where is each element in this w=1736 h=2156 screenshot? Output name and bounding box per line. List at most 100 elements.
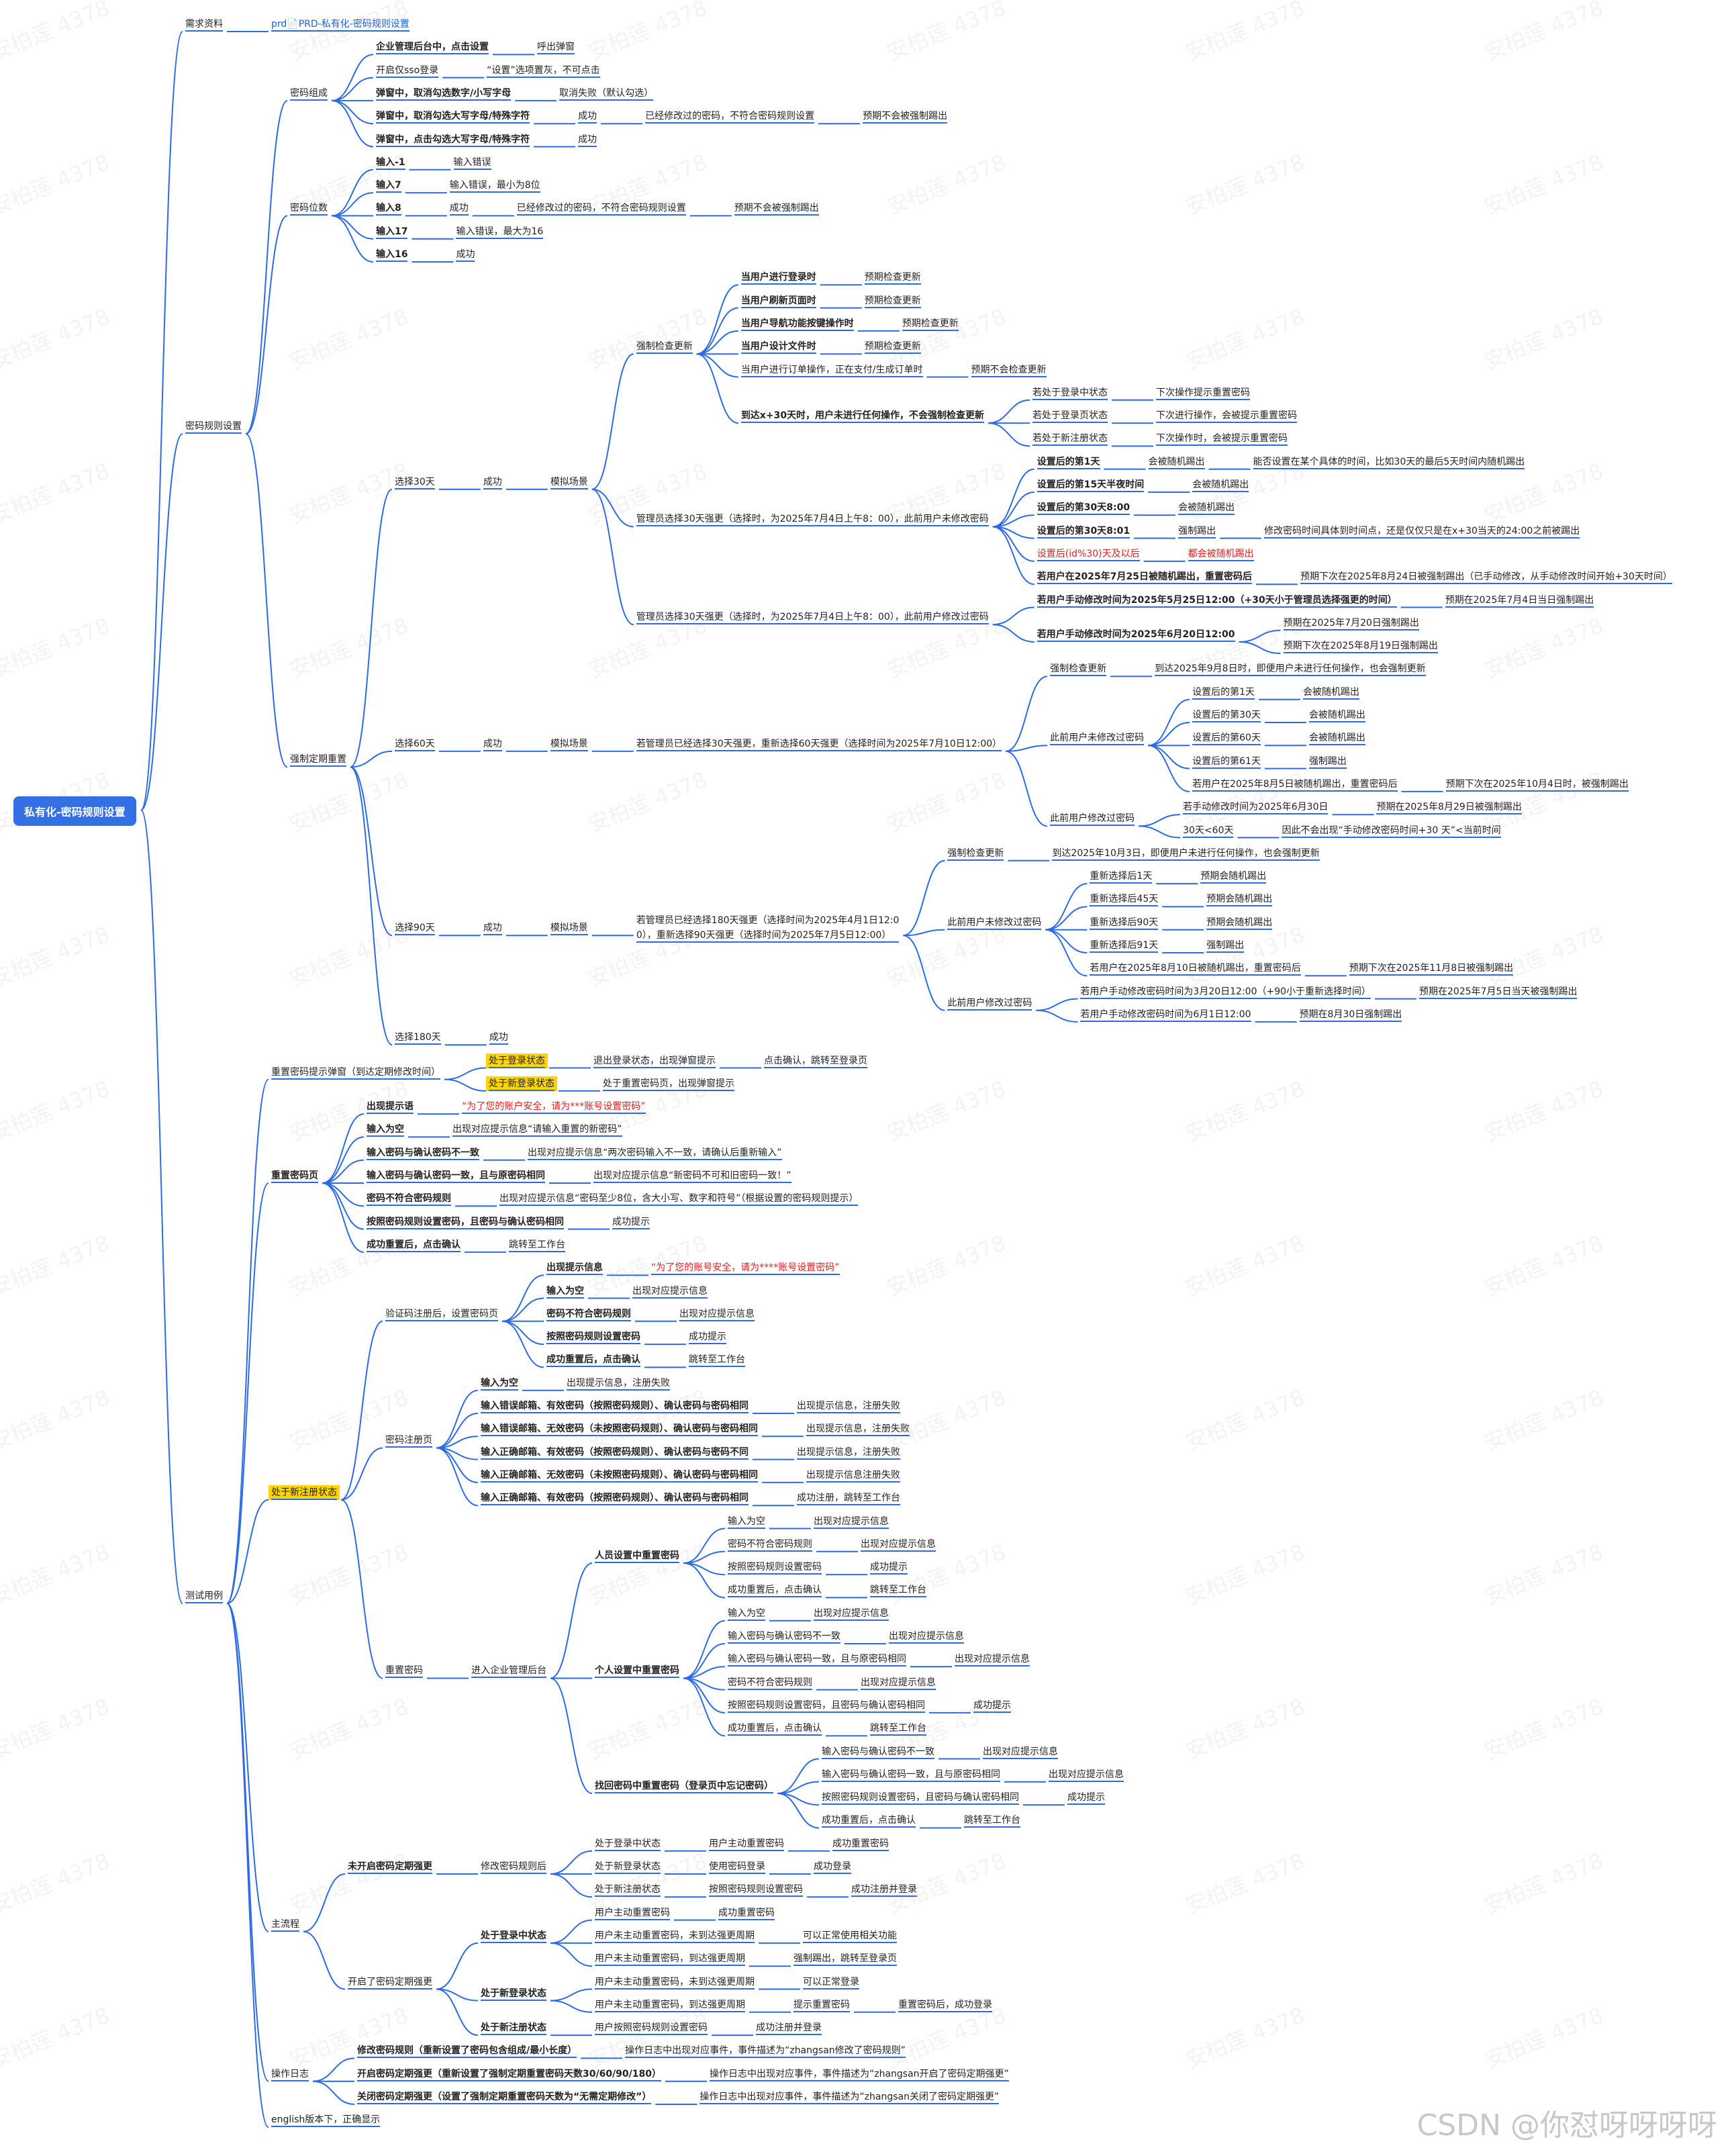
mindmap-leaf-node[interactable]: 成功提示 (971, 1698, 1014, 1713)
mindmap-branch-node[interactable]: 若用户在2025年8月10日被随机踢出，重置密码后 (1087, 961, 1303, 976)
mindmap-leaf-node[interactable]: 预期不会被强制踢出 (860, 109, 950, 124)
mindmap-leaf-node[interactable]: 跳转至工作台 (506, 1237, 568, 1252)
mindmap-branch-node[interactable]: 处于新注册状态 (592, 1882, 663, 1897)
mindmap-branch-node[interactable]: 若处于新注册状态 (1030, 431, 1110, 447)
mindmap-branch-node[interactable]: 成功 (481, 475, 505, 489)
mindmap-branch-node[interactable]: 输入-1 (373, 155, 408, 170)
mindmap-branch-node[interactable]: 成功重置后，点击确认 (725, 1721, 824, 1736)
mindmap-branch-node[interactable]: 若管理员已经选择30天强更，重新选择60天强更（选择时间为2025年7月10日1… (634, 737, 1004, 751)
mindmap-leaf-node[interactable]: 预期在2025年8月29日被强制踢出 (1373, 800, 1524, 815)
mindmap-branch-node[interactable]: 出现提示语 (364, 1099, 416, 1115)
mindmap-root[interactable]: 私有化-密码规则设置 (13, 796, 136, 827)
mindmap-leaf-node[interactable]: 预期检查更新 (862, 270, 924, 285)
mindmap-branch-node[interactable]: 企业管理后台中，点击设置 (373, 40, 491, 55)
mindmap-branch-node[interactable]: 管理员选择30天强更（选择时，为2025年7月4日上午8：00），此前用户未修改… (634, 512, 992, 527)
mindmap-leaf-node[interactable]: 下次操作时，会被提示重置密码 (1153, 431, 1290, 447)
mindmap-leaf-node[interactable]: 成功提示 (867, 1560, 910, 1575)
mindmap-leaf-node[interactable]: 预期会随机踢出 (1198, 869, 1269, 884)
mindmap-branch-node[interactable]: 若处于登录中状态 (1030, 385, 1110, 400)
mindmap-branch-node[interactable]: 设置后的第61天 (1190, 754, 1263, 769)
mindmap-leaf-node[interactable]: 预期会随机踢出 (1204, 892, 1275, 907)
mindmap-leaf-node[interactable]: 下次操作提示重置密码 (1153, 385, 1253, 400)
mindmap-branch-node[interactable]: 若用户手动修改密码时间为6月1日12:00 (1077, 1007, 1253, 1022)
mindmap-branch-node[interactable]: 密码规则设置 (183, 419, 244, 434)
mindmap-leaf-node[interactable]: “为了您的账号安全，请为****账号设置密码” (648, 1260, 842, 1276)
mindmap-branch-node[interactable]: 密码位数 (287, 201, 330, 216)
mindmap-branch-node[interactable]: 到达x+30天时，用户未进行任何操作，不会强制检查更新 (738, 408, 987, 424)
mindmap-branch-node[interactable]: 模拟场景 (548, 475, 591, 489)
mindmap-branch-node[interactable]: 此前用户未修改过密码 (1047, 731, 1147, 746)
mindmap-leaf-node[interactable]: 预期在2025年7月5日当天被强制踢出 (1416, 984, 1580, 999)
mindmap-branch-node[interactable]: 当用户进行订单操作，正在支付/生成订单时 (738, 363, 926, 377)
mindmap-leaf-node[interactable]: 出现对应提示信息“两次密码输入不一致，请确认后重新输入” (525, 1145, 785, 1160)
mindmap-branch-node[interactable]: 设置后的第1天 (1190, 685, 1257, 700)
mindmap-leaf-node[interactable]: 成功提示 (686, 1329, 729, 1345)
mindmap-branch-node[interactable]: 成功 (447, 201, 471, 216)
mindmap-branch-node[interactable]: 用户主动重置密码 (706, 1836, 787, 1851)
mindmap-leaf-node[interactable]: 出现提示信息注册失败 (804, 1468, 903, 1483)
mindmap-leaf-node[interactable]: 因此不会出现“手动修改密码时间+30 天”<当前时间 (1279, 823, 1503, 838)
mindmap-leaf-node[interactable]: 出现提示信息，注册失败 (804, 1421, 912, 1437)
mindmap-leaf-node[interactable]: 出现对应提示信息 (952, 1652, 1032, 1667)
mindmap-leaf-node[interactable]: 跳转至工作台 (867, 1721, 929, 1736)
mindmap-branch-node[interactable]: 选择90天 (392, 921, 438, 936)
mindmap-leaf-node[interactable]: 成功 (575, 132, 599, 147)
mindmap-branch-node[interactable]: 人员设置中重置密码 (592, 1548, 682, 1563)
mindmap-leaf-node[interactable]: 出现提示信息，注册失败 (564, 1376, 673, 1391)
mindmap-leaf-node[interactable]: 出现对应提示信息 (1046, 1767, 1126, 1782)
mindmap-branch-node[interactable]: 按照密码规则设置密码，且密码与确认密码相同 (819, 1790, 1022, 1806)
mindmap-branch-node[interactable]: 找回密码中重置密码（登录页中忘记密码） (592, 1779, 776, 1793)
mindmap-branch-node[interactable]: 重新选择后91天 (1087, 938, 1161, 953)
mindmap-branch-node[interactable]: 输入密码与确认密码不一致 (364, 1145, 482, 1160)
mindmap-branch-node[interactable]: 成功重置后，点击确认 (544, 1352, 643, 1368)
mindmap-leaf-node[interactable]: 可以正常登录 (800, 1975, 862, 1989)
mindmap-leaf-node[interactable]: 到达2025年10月3日，即便用户未进行任何操作，也会强制更新 (1049, 846, 1322, 861)
mindmap-branch-node[interactable]: 开启了密码定期强更 (345, 1975, 435, 1989)
mindmap-leaf-node[interactable]: “为了您的账户安全，请为***账号设置密码” (459, 1099, 648, 1115)
mindmap-branch-node[interactable]: 重新选择后90天 (1087, 915, 1161, 930)
mindmap-leaf-node[interactable]: 都会被随机踢出 (1186, 547, 1257, 561)
mindmap-branch-node[interactable]: 关闭密码定期强更（设置了强制定期重置密码天数为“无需定期修改”） (354, 2090, 654, 2104)
mindmap-branch-node[interactable]: 输入为空 (725, 1514, 768, 1529)
mindmap-branch-node[interactable]: 强制定期重置 (287, 752, 349, 767)
mindmap-branch-node[interactable]: 密码不符合密码规则 (364, 1191, 454, 1207)
mindmap-branch-node[interactable]: 密码不符合密码规则 (725, 1537, 815, 1552)
mindmap-branch-node[interactable]: 修改密码规则（重新设置了密码包含组成/最小长度） (354, 2043, 579, 2059)
mindmap-branch-node[interactable]: 成功重置后，点击确认 (364, 1237, 463, 1252)
mindmap-branch-node[interactable]: 此前用户修改过密码 (945, 996, 1034, 1011)
mindmap-branch-node[interactable]: 退出登录状态，出现弹窗提示 (591, 1053, 718, 1068)
mindmap-leaf-node[interactable]: 跳转至工作台 (961, 1813, 1023, 1828)
mindmap-branch-node[interactable]: 若用户在2025年8月5日被随机踢出，重置密码后 (1190, 777, 1400, 792)
mindmap-branch-node[interactable]: 重新选择后1天 (1087, 869, 1155, 884)
mindmap-branch-node[interactable]: 当用户设计文件时 (738, 339, 819, 355)
mindmap-branch-node[interactable]: 设置后(id%30)天及以后 (1034, 547, 1143, 561)
mindmap-branch-node[interactable]: 处于登录中状态 (592, 1836, 663, 1851)
mindmap-branch-node[interactable]: 若用户手动修改密码时间为3月20日12:00（+90小于重新选择时间） (1077, 984, 1373, 999)
mindmap-branch-node[interactable]: 修改密码规则后 (478, 1859, 549, 1874)
mindmap-leaf-node[interactable]: 出现对应提示信息“密码至少8位，含大小写、数字和符号”（根据设置的密码规则提示） (497, 1191, 861, 1207)
mindmap-branch-node[interactable]: 当用户导航功能按键操作时 (738, 316, 857, 331)
mindmap-branch-node[interactable]: 按照密码规则设置密码，且密码与确认密码相同 (364, 1215, 567, 1229)
mindmap-branch-node[interactable]: 用户未主动重置密码，到达强更周期 (592, 1951, 748, 1967)
mindmap-leaf-node[interactable]: 到达2025年9月8日时，即便用户未进行任何操作，也会强制更新 (1152, 661, 1428, 677)
mindmap-branch-node[interactable]: 按照密码规则设置密码 (706, 1882, 806, 1897)
mindmap-leaf-node[interactable]: 出现对应提示信息 (980, 1744, 1061, 1759)
mindmap-leaf-node[interactable]: 跳转至工作台 (867, 1583, 929, 1598)
mindmap-leaf-node[interactable]: 预期在2025年7月20日强制踢出 (1281, 616, 1422, 630)
mindmap-leaf-node[interactable]: prd📄PRD-私有化-密码规则设置 (269, 17, 412, 32)
mindmap-branch-node[interactable]: 未开启密码定期强更 (345, 1859, 435, 1874)
mindmap-leaf-node[interactable]: 点击确认，跳转至登录页 (761, 1053, 870, 1068)
mindmap-branch-node[interactable]: 管理员选择30天强更（选择时，为2025年7月4日上午8：00），此前用户修改过… (634, 610, 992, 625)
mindmap-leaf-node[interactable]: 出现对应提示信息 (811, 1606, 891, 1621)
mindmap-leaf-node[interactable]: 取消失败（默认勾选） (557, 86, 656, 101)
mindmap-branch-node[interactable]: 测试用例 (183, 1589, 226, 1603)
mindmap-leaf-node[interactable]: 预期下次在2025年11月8日被强制踢出 (1347, 961, 1516, 976)
mindmap-branch-node[interactable]: 设置后的第30天 (1190, 708, 1263, 722)
mindmap-leaf-node[interactable]: 操作日志中出现对应事件，事件描述为“zhangsan修改了密码规则” (622, 2043, 908, 2059)
mindmap-leaf-node[interactable]: english版本下，正确显示 (269, 2112, 383, 2128)
mindmap-leaf-node[interactable]: 成功登录 (811, 1859, 854, 1874)
mindmap-branch-node[interactable]: 密码不符合密码规则 (725, 1675, 815, 1690)
mindmap-branch-node[interactable]: 设置后的第15天半夜时间 (1034, 477, 1147, 492)
mindmap-branch-node[interactable]: 模拟场景 (548, 737, 591, 751)
mindmap-branch-node[interactable]: 若用户在2025年7月25日被随机踢出，重置密码后 (1034, 569, 1255, 585)
